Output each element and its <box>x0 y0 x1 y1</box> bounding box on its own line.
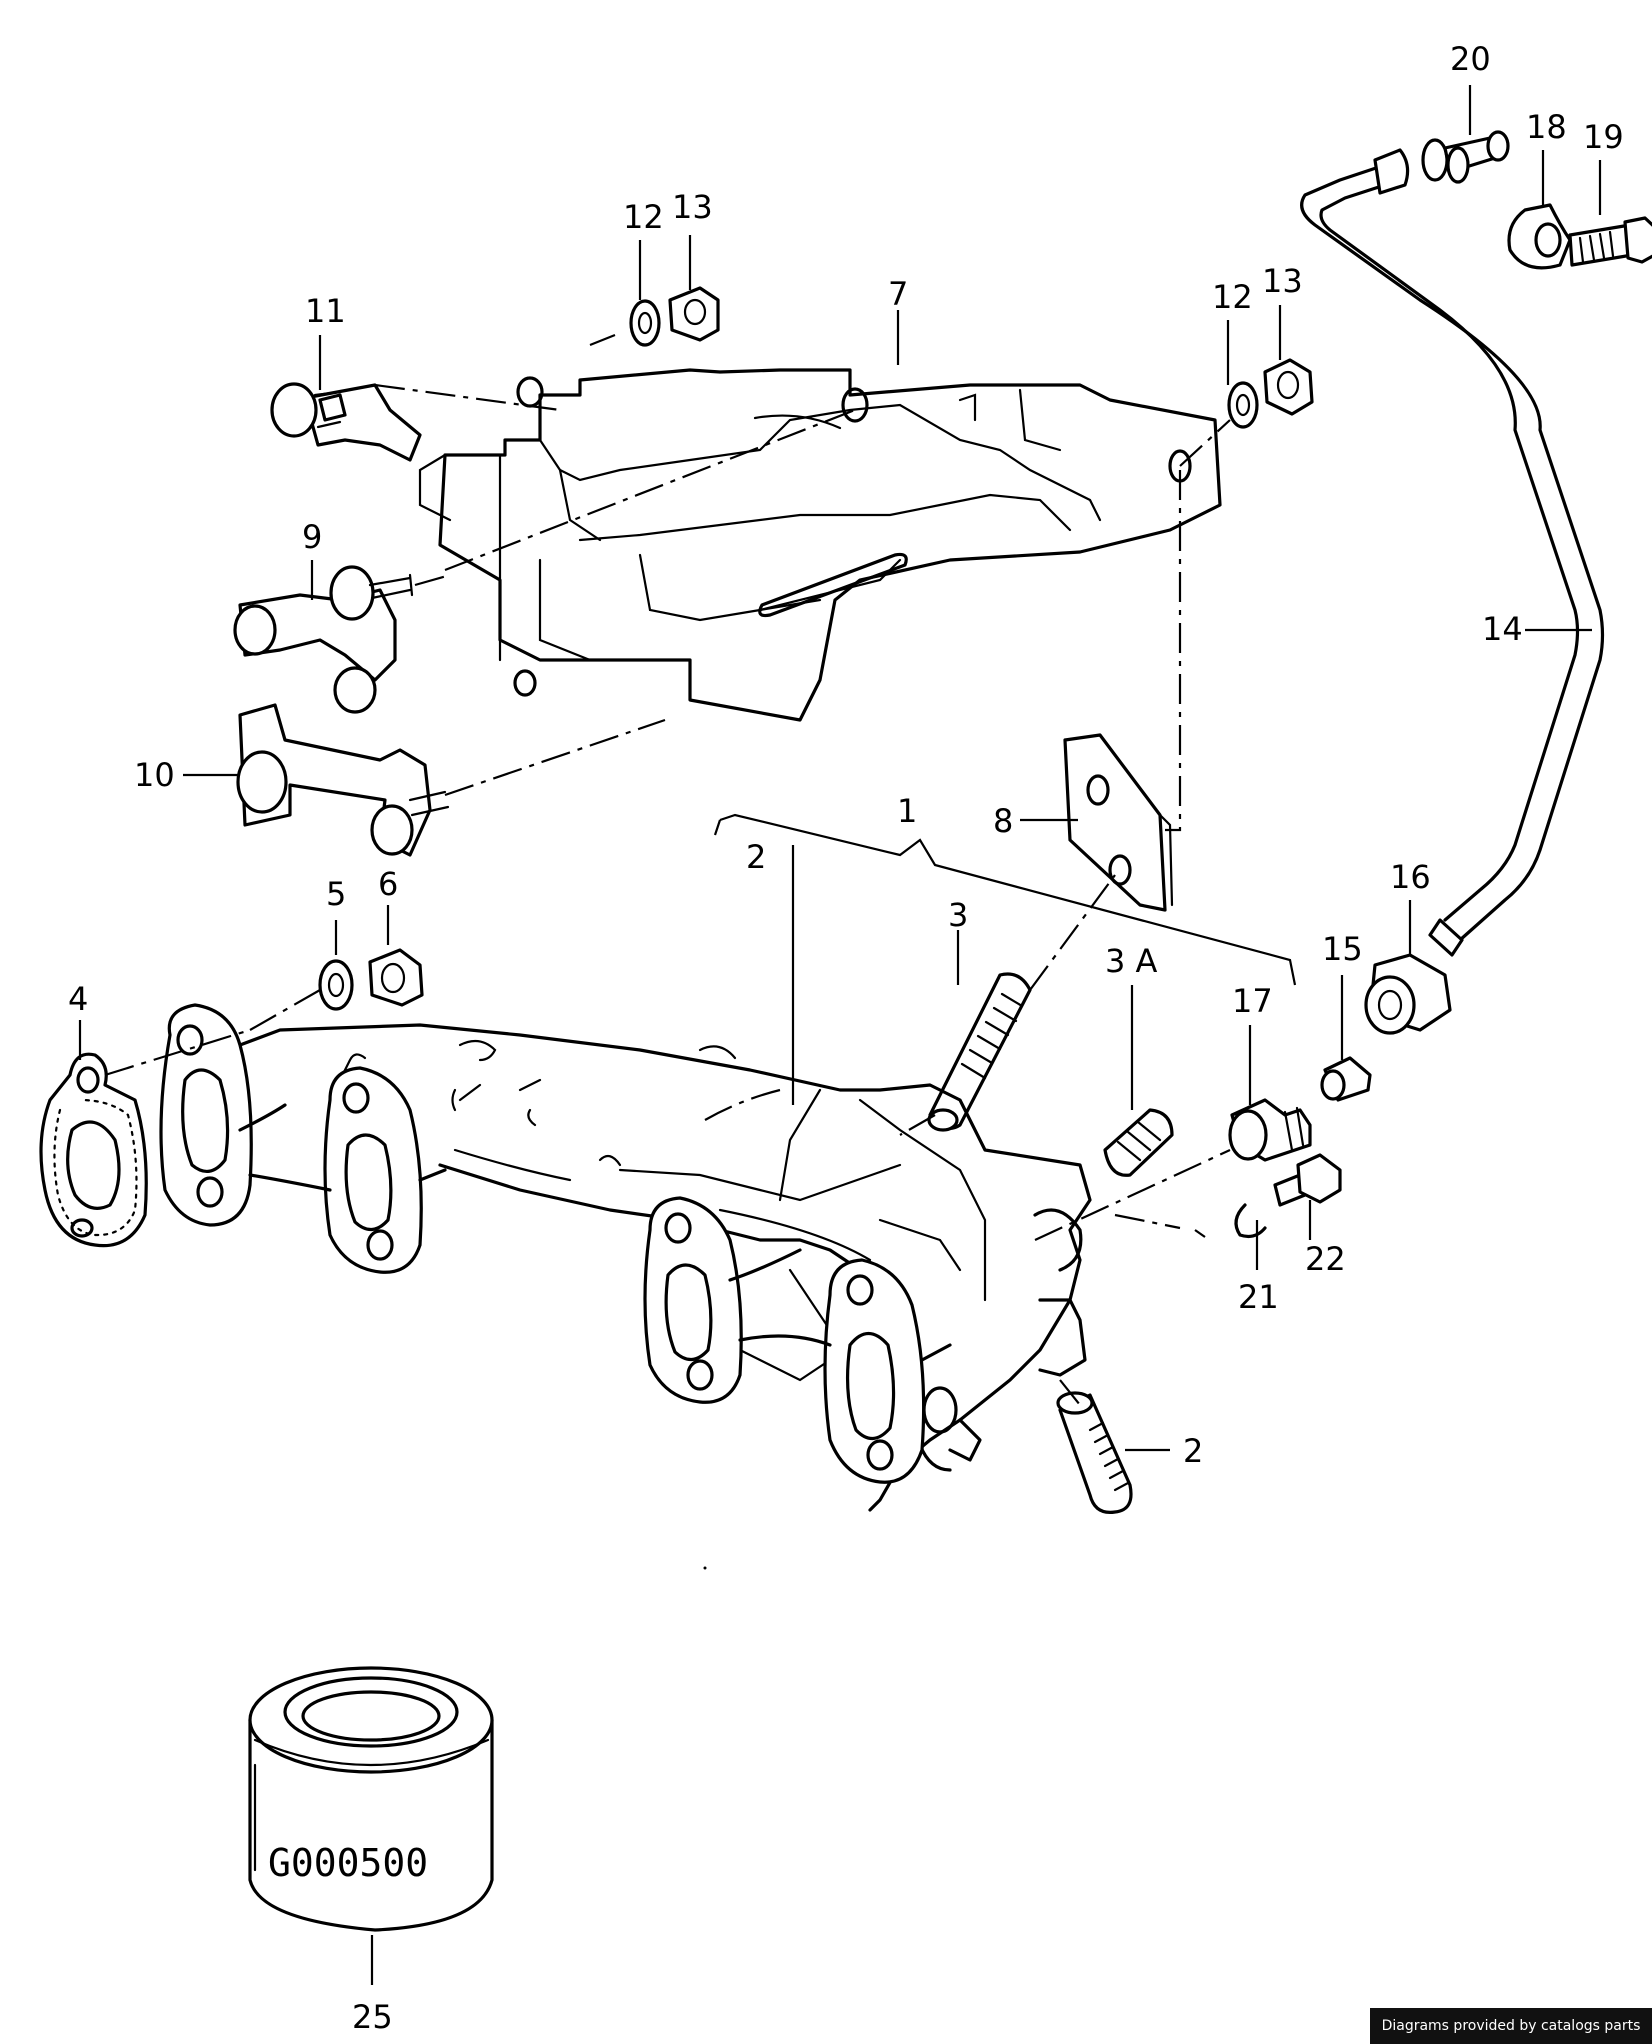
callout-25: 25 <box>352 1998 393 2036</box>
stud-part-3 <box>927 972 1032 1132</box>
callout-5: 5 <box>326 875 346 913</box>
callout-16: 16 <box>1390 858 1431 896</box>
stud-part-3a <box>1103 1108 1174 1177</box>
callout-1: 1 <box>897 792 917 830</box>
callout-8: 8 <box>993 802 1013 840</box>
stray-dot <box>703 1566 707 1570</box>
nut-part-6 <box>368 948 424 1007</box>
plate-part-8 <box>1063 733 1174 912</box>
bracket-part-10 <box>236 703 450 857</box>
callout-10: 10 <box>134 756 175 794</box>
washer-part-5 <box>318 959 354 1011</box>
callout-22: 22 <box>1305 1240 1346 1278</box>
oil-pipe-part-14 <box>1300 148 1605 957</box>
credit-banner: Diagrams provided by catalogs parts <box>1370 2008 1652 2044</box>
callout-21: 21 <box>1238 1278 1279 1316</box>
sealant-can-marking: G000500 <box>268 1841 428 1885</box>
callout-3a: 3 A <box>1105 942 1158 980</box>
group-bracket-1 <box>713 813 1297 986</box>
callout-15: 15 <box>1322 930 1363 968</box>
bolt-part-19 <box>1568 216 1652 267</box>
callout-4: 4 <box>68 980 88 1018</box>
seal-ring-part-21 <box>1234 1203 1267 1239</box>
callout-2-upper: 2 <box>746 838 766 876</box>
stud-part-2 <box>1056 1391 1133 1514</box>
fitting-part-15 <box>1320 1056 1372 1102</box>
callout-7: 7 <box>888 275 908 313</box>
leader-lines <box>78 85 1602 1985</box>
callout-17: 17 <box>1232 982 1273 1020</box>
exhaust-manifold <box>159 1003 1092 1512</box>
callout-2-lower: 2 <box>1183 1432 1203 1470</box>
union-nut-part-16 <box>1364 953 1452 1035</box>
callout-12-right: 12 <box>1212 278 1253 316</box>
bracket-part-11 <box>270 382 422 462</box>
heat-shield <box>418 368 1222 722</box>
callout-20: 20 <box>1450 40 1491 78</box>
callout-3: 3 <box>948 896 968 934</box>
callout-18: 18 <box>1526 108 1567 146</box>
washer-nut-right <box>1227 358 1314 429</box>
callout-11: 11 <box>305 292 346 330</box>
bracket-part-9 <box>233 565 414 714</box>
callout-12-left: 12 <box>623 198 664 236</box>
gasket-part-4 <box>39 1052 148 1248</box>
sealant-can-part-25: G000500 <box>248 1666 494 1932</box>
plug-part-22 <box>1273 1153 1342 1207</box>
callout-9: 9 <box>302 518 322 556</box>
callout-14: 14 <box>1482 610 1523 648</box>
assembly-lines <box>104 333 1231 1406</box>
callout-labels: 1 2 2 3 3 A 4 5 6 7 8 9 10 11 12 13 12 1… <box>68 40 1624 2036</box>
clip-part-18 <box>1507 203 1572 270</box>
callout-13-right: 13 <box>1262 262 1303 300</box>
callout-13-left: 13 <box>672 188 713 226</box>
callout-6: 6 <box>378 865 398 903</box>
connector-part-17 <box>1228 1098 1312 1162</box>
washer-nut-left <box>629 286 720 347</box>
callout-19: 19 <box>1583 118 1624 156</box>
banjo-bolt-part-20 <box>1421 130 1510 184</box>
